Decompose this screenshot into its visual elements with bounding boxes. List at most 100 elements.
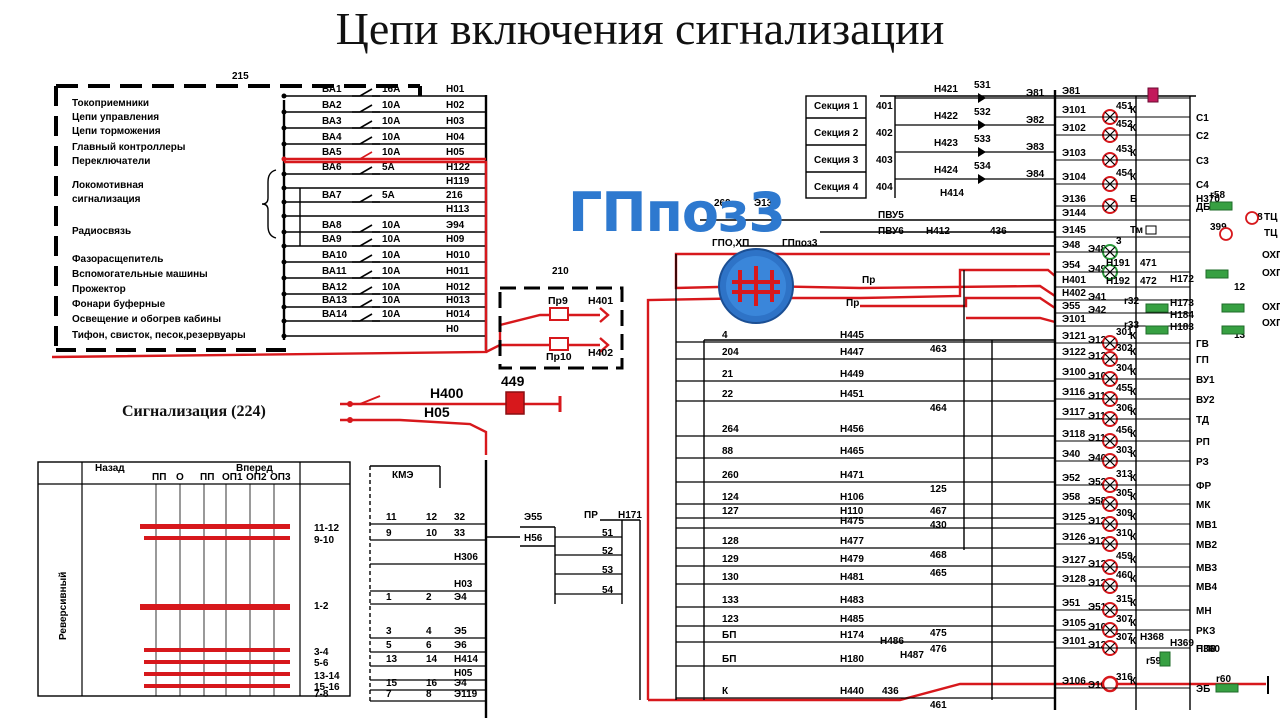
center-row-tag: 124	[722, 492, 739, 503]
lamp-number: 455	[1116, 383, 1133, 394]
breaker-wire-label: Н02	[446, 100, 465, 111]
top-label: Пр	[862, 275, 875, 286]
right-panel-label: r59	[1146, 656, 1161, 667]
right-panel-label: Н368	[1140, 632, 1164, 643]
lamp-number: 307	[1116, 632, 1133, 643]
breaker-name: ВА14	[322, 309, 348, 320]
kme-contact-b: 4	[426, 626, 432, 637]
lamp-in: Э128	[1062, 574, 1086, 585]
lamp-out: Э41	[1088, 292, 1107, 303]
right-panel-label: ТЦ	[1264, 212, 1278, 223]
right-panel-label: Н172	[1170, 274, 1194, 285]
breaker-node	[281, 199, 287, 205]
breaker-switch	[352, 120, 380, 129]
lamp-side: РП	[1196, 437, 1210, 448]
center-row-wire-label: Н180	[840, 654, 864, 665]
signal-label: Сигнализация (224)	[122, 403, 266, 420]
signal-element-449: 449	[501, 373, 525, 389]
center-row-wire-label: Н440	[840, 686, 864, 697]
lamp-name: К	[1130, 407, 1137, 418]
kme-label: КМЭ	[392, 470, 414, 481]
lamp-number: 301	[1116, 327, 1133, 338]
kme-contact-c: Н306	[454, 552, 478, 563]
diode-icon	[978, 93, 986, 103]
right-panel-label: 471	[1140, 258, 1157, 269]
section-out: Э83	[1026, 142, 1045, 153]
lamp-side: РЗ	[1196, 457, 1209, 468]
indicator-icon	[1219, 227, 1233, 241]
reverser-back: Назад	[95, 463, 125, 474]
right-panel-label: ТЦ	[1264, 228, 1278, 239]
kme-contact-c: Н03	[454, 579, 473, 590]
breaker-wire-label: Н119	[446, 176, 470, 187]
lamp-in: Э58	[1062, 492, 1081, 503]
bracket	[261, 169, 277, 239]
lamp-in: Э125	[1062, 512, 1086, 523]
kme-contact-b: 8	[426, 689, 432, 700]
top-label: Э136	[754, 198, 778, 209]
lamp-name: К	[1130, 636, 1137, 647]
kme-contact-c: Э4	[454, 592, 467, 603]
lamp-in: Э122	[1062, 347, 1086, 358]
breaker-wire-label: Н014	[446, 309, 470, 320]
kme-contact-b: 6	[426, 640, 432, 651]
breaker-rating: 10A	[382, 132, 400, 143]
center-row-tag: 127	[722, 506, 739, 517]
reverser-col: ПП	[200, 472, 214, 483]
center-row-tag: 129	[722, 554, 739, 565]
breaker-node	[281, 229, 287, 235]
consumer-label: Радиосвязь	[72, 226, 131, 237]
lamp-in: Э127	[1062, 555, 1086, 566]
consumer-label: Переключатели	[72, 156, 150, 167]
top-label: ПВУ6	[878, 226, 904, 237]
breaker-node	[281, 333, 287, 339]
lamp-out: Э127	[1088, 559, 1112, 570]
consumer-label: Освещение и обогрев кабины	[72, 313, 221, 325]
lamp-number: 460	[1116, 570, 1133, 581]
center-row-element: 461	[930, 700, 947, 711]
lamp-in: Э116	[1062, 387, 1086, 398]
breaker-name: ВА7	[322, 190, 342, 201]
breaker-node	[281, 259, 287, 265]
kme-contact-a: 15	[386, 678, 398, 689]
kme-contact-a: 9	[386, 528, 392, 539]
breaker-wire-label: Н013	[446, 295, 470, 306]
right-panel-label: 399	[1210, 222, 1227, 233]
right-panel-label: ОХП	[1262, 268, 1280, 279]
lamp-in: Э51	[1062, 598, 1081, 609]
signal-wire-h400: Н400	[430, 385, 464, 401]
right-panel-label: Н192	[1106, 276, 1130, 287]
lamp-in: Н402	[1062, 288, 1086, 299]
lamp-name: К	[1130, 367, 1137, 378]
reverser-bar	[140, 604, 290, 610]
right-panel-label: r33	[1124, 320, 1139, 331]
section-wire-label: Н421	[934, 84, 958, 95]
resistor-icon	[1221, 303, 1245, 313]
center-row-element: 464	[930, 403, 947, 414]
breaker-name: ВА13	[322, 295, 348, 306]
kme-contact-c: 33	[454, 528, 466, 539]
lamp-in: Э126	[1062, 532, 1086, 543]
breaker-name: ВА3	[322, 116, 342, 127]
breaker-name: ВА10	[322, 250, 348, 261]
lamp-name: Б	[1130, 194, 1137, 205]
lamp-number: 307	[1116, 614, 1133, 625]
lamp-name: К	[1130, 492, 1137, 503]
lamp-out: Э126	[1088, 536, 1112, 547]
resistor-icon	[1205, 269, 1229, 279]
section-out: Э82	[1026, 115, 1045, 126]
lamp-name: К	[1130, 148, 1137, 159]
consumer-label: сигнализация	[72, 194, 141, 205]
center-row-tag: БП	[722, 630, 736, 641]
center-row-wire-label: Н483	[840, 595, 864, 606]
breaker-name: ВА1	[322, 84, 342, 95]
lamp-name: К	[1130, 574, 1137, 585]
lamp-number: 305	[1116, 488, 1133, 499]
consumer-label: Главный контроллеры	[72, 142, 185, 153]
lamp-side: ГВ	[1196, 339, 1209, 350]
center-row-wire-label: Н465	[840, 446, 864, 457]
section-label: Секция 4	[814, 182, 859, 193]
